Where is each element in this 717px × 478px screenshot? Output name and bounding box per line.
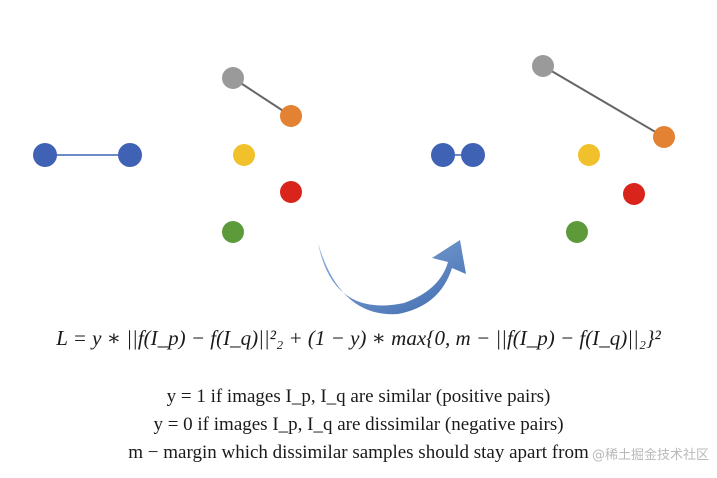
green-dot-before — [222, 221, 244, 243]
blue-dot-left-a — [33, 143, 57, 167]
gray-dot-after — [532, 55, 554, 77]
red-dot-before — [280, 181, 302, 203]
condition-negative-pairs: y = 0 if images I_p, I_q are dissimilar … — [153, 414, 564, 435]
embedding-illustration — [33, 55, 675, 315]
blue-dot-right-a — [431, 143, 455, 167]
transition-arrow — [318, 240, 466, 315]
loss-formula: L = y ∗ ||f(I_p) − f(I_q)||²₂ + (1 − y) … — [56, 326, 661, 350]
yellow-dot-before — [233, 144, 255, 166]
negative-pair-link-after — [542, 65, 665, 138]
orange-dot-after — [653, 126, 675, 148]
red-dot-after — [623, 183, 645, 205]
negative-pair-link-before — [232, 77, 292, 117]
yellow-dot-after — [578, 144, 600, 166]
condition-positive-pairs: y = 1 if images I_p, I_q are similar (po… — [166, 386, 551, 407]
orange-dot-before — [280, 105, 302, 127]
blue-dot-left-b — [118, 143, 142, 167]
blue-dot-right-b — [461, 143, 485, 167]
margin-definition: m − margin which dissimilar samples shou… — [128, 442, 589, 463]
green-dot-after — [566, 221, 588, 243]
watermark: @稀土掘金技术社区 — [591, 448, 709, 463]
gray-dot-before — [222, 67, 244, 89]
